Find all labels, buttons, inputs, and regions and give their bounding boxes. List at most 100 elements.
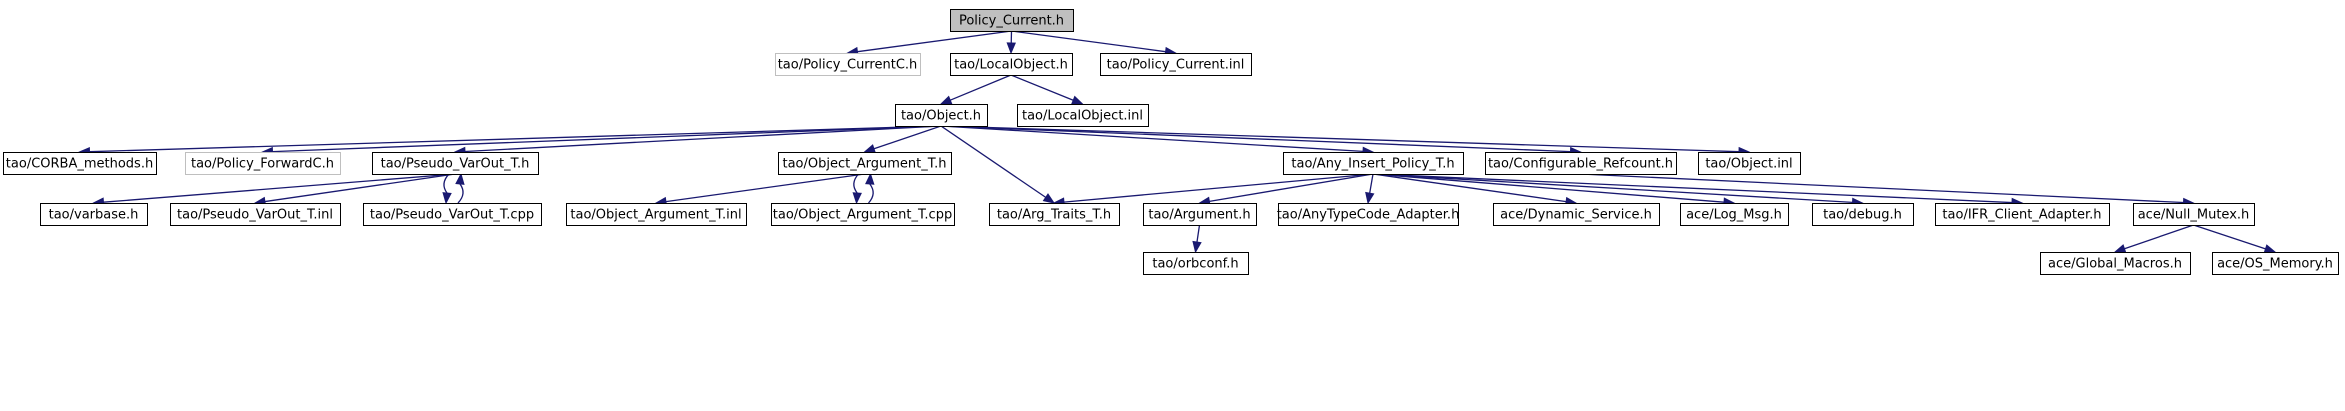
arrowhead: [863, 144, 876, 154]
arrowhead: [455, 172, 465, 185]
node-label: tao/Object_Argument_T.inl: [570, 208, 741, 223]
node-localobject-inl[interactable]: tao/LocalObject.inl: [1017, 104, 1149, 127]
node-label: tao/Object.h: [901, 109, 981, 124]
node-box: [950, 53, 1073, 76]
node-label: tao/Argument.h: [1148, 208, 1250, 223]
edge-pseudo-varout-h-to-varbase: [92, 173, 456, 207]
arrowhead: [939, 95, 953, 105]
node-label: ace/Dynamic_Service.h: [1500, 208, 1652, 223]
arrowhead: [1006, 42, 1016, 55]
node-label: ace/Global_Macros.h: [2048, 257, 2182, 272]
edge-any-insert-policy-to-argument-h: [1198, 173, 1374, 206]
node-object-argument-inl[interactable]: tao/Object_Argument_T.inl: [566, 203, 747, 226]
edge-line: [457, 183, 464, 204]
arrowhead: [1192, 240, 1202, 254]
edge-pseudo-varout-h-to-pseudo-varout-inl: [253, 173, 456, 207]
arrowhead: [1365, 191, 1375, 205]
node-box: [1143, 203, 1257, 226]
edge-localobject-h-to-localobject-inl: [1010, 74, 1084, 105]
node-label: tao/CORBA_methods.h: [6, 157, 153, 172]
node-label: Policy_Current.h: [959, 14, 1064, 29]
node-box: [771, 203, 955, 226]
node-label: tao/debug.h: [1823, 208, 1902, 223]
edge-line: [1372, 173, 1567, 203]
node-null-mutex[interactable]: ace/Null_Mutex.h: [2133, 203, 2255, 226]
node-object-argument-h[interactable]: tao/Object_Argument_T.h: [778, 152, 952, 175]
edge-localobject-h-to-object-h: [939, 74, 1012, 105]
arrowhead: [442, 192, 452, 205]
edge-line: [2193, 224, 2266, 250]
edge-root-to-policy-current-inl: [1011, 30, 1177, 57]
node-box: [170, 203, 341, 226]
node-log-msg[interactable]: ace/Log_Msg.h: [1680, 203, 1789, 226]
edge-line: [272, 125, 942, 153]
node-box: [989, 203, 1120, 226]
node-box: [1100, 53, 1252, 76]
node-box: [363, 203, 542, 226]
node-label: ace/Null_Mutex.h: [2138, 208, 2250, 223]
node-label: tao/Policy_ForwardC.h: [191, 157, 334, 172]
node-debug-h[interactable]: tao/debug.h: [1812, 203, 1914, 226]
arrowhead: [1042, 193, 1056, 204]
node-label: tao/Pseudo_VarOut_T.h: [381, 157, 530, 172]
node-box: [2133, 203, 2255, 226]
node-object-inl[interactable]: tao/Object.inl: [1698, 152, 1801, 175]
node-box: [1485, 152, 1677, 175]
arrowhead: [2263, 244, 2277, 254]
edge-line: [1063, 173, 1374, 203]
node-box: [1283, 152, 1464, 175]
edge-configurable-refcount-to-null-mutex: [1580, 173, 2195, 208]
node-argument-h[interactable]: tao/Argument.h: [1143, 203, 1257, 226]
node-configurable-refcount[interactable]: tao/Configurable_Refcount.h: [1485, 152, 1677, 175]
node-label: tao/IFR_Client_Adapter.h: [1942, 208, 2101, 223]
node-box: [372, 152, 539, 175]
edge-line: [2124, 224, 2194, 250]
node-box: [2040, 252, 2191, 275]
node-label: tao/Policy_Current.inl: [1107, 58, 1245, 73]
node-object-h[interactable]: tao/Object.h: [895, 104, 988, 127]
node-pseudo-varout-cpp[interactable]: tao/Pseudo_VarOut_T.cpp: [363, 203, 542, 226]
node-object-argument-cpp[interactable]: tao/Object_Argument_T.cpp: [771, 203, 955, 226]
arrowhead: [1070, 95, 1084, 105]
node-os-memory[interactable]: ace/OS_Memory.h: [2212, 252, 2339, 275]
edge-line: [1372, 173, 2013, 204]
edge-line: [443, 173, 450, 194]
node-label: ace/OS_Memory.h: [2217, 257, 2333, 272]
edge-line: [264, 173, 456, 203]
node-box: [775, 53, 921, 76]
node-varbase[interactable]: tao/varbase.h: [40, 203, 148, 226]
node-box: [1493, 203, 1660, 226]
node-dynamic-service[interactable]: ace/Dynamic_Service.h: [1493, 203, 1660, 226]
node-box: [950, 9, 1074, 32]
edge-line: [1196, 224, 1201, 243]
node-label: tao/Object.inl: [1705, 157, 1792, 172]
node-policy-current-inl[interactable]: tao/Policy_Current.inl: [1100, 53, 1252, 76]
node-any-insert-policy[interactable]: tao/Any_Insert_Policy_T.h: [1283, 152, 1464, 175]
edge-line: [464, 125, 942, 153]
edge-null-mutex-to-global-macros: [2113, 224, 2194, 254]
node-anytypecode-adapter[interactable]: tao/AnyTypeCode_Adapter.h: [1277, 203, 1460, 226]
node-ifr-client-adapter[interactable]: tao/IFR_Client_Adapter.h: [1935, 203, 2110, 226]
node-localobject-h[interactable]: tao/LocalObject.h: [950, 53, 1073, 76]
node-box: [2212, 252, 2339, 275]
node-global-macros[interactable]: ace/Global_Macros.h: [2040, 252, 2191, 275]
edge-line: [868, 183, 874, 204]
edge-line: [1369, 173, 1374, 194]
edge-pseudo-varout-h-to-pseudo-varout-cpp: [442, 173, 452, 205]
edge-pseudo-varout-cpp-to-pseudo-varout-h: [455, 172, 465, 204]
node-arg-traits[interactable]: tao/Arg_Traits_T.h: [989, 203, 1120, 226]
edge-line: [940, 125, 1740, 153]
edge-object-argument-h-to-object-argument-inl: [654, 173, 865, 207]
node-orbconf[interactable]: tao/orbconf.h: [1143, 252, 1249, 275]
node-corba-methods[interactable]: tao/CORBA_methods.h: [3, 152, 157, 175]
node-pseudo-varout-inl[interactable]: tao/Pseudo_VarOut_T.inl: [170, 203, 341, 226]
edge-line: [1209, 173, 1374, 202]
node-policy-forwardc[interactable]: tao/Policy_ForwardC.h: [185, 152, 341, 175]
edge-line: [940, 125, 1571, 153]
node-policy-currentc[interactable]: tao/Policy_CurrentC.h: [775, 53, 921, 76]
edge-line: [665, 173, 865, 203]
node-box: [566, 203, 747, 226]
node-pseudo-varout-h[interactable]: tao/Pseudo_VarOut_T.h: [372, 152, 539, 175]
edge-line: [1372, 173, 1853, 204]
